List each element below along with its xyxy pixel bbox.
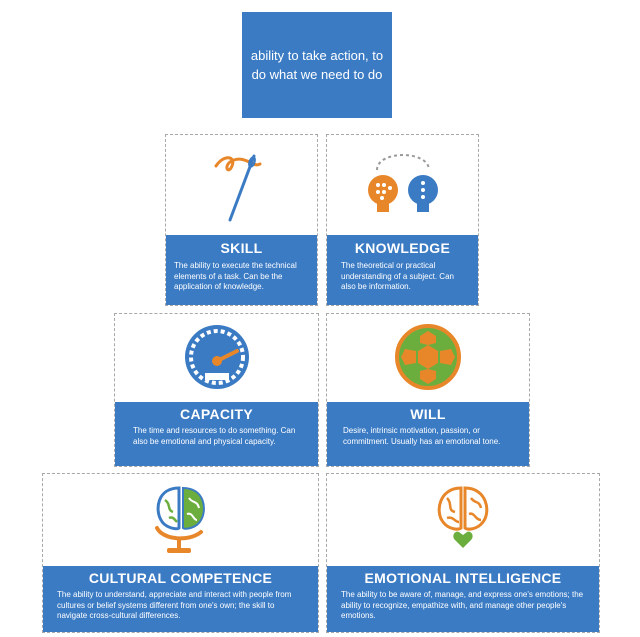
cultural-competence-panel: CULTURAL COMPETENCE The ability to under…: [43, 566, 318, 632]
card-cultural-competence: CULTURAL COMPETENCE The ability to under…: [42, 473, 319, 633]
capacity-title: CAPACITY: [180, 406, 253, 422]
skill-description: The ability to execute the technical ele…: [174, 261, 297, 291]
card-skill: SKILL The ability to execute the technic…: [165, 134, 318, 306]
apex-text: ability to take action, to do what we ne…: [250, 48, 384, 82]
knowledge-panel: KNOWLEDGE The theoretical or practical u…: [327, 235, 478, 305]
capacity-description: The time and resources to do something. …: [133, 426, 296, 446]
cultural-competence-title: CULTURAL COMPETENCE: [88, 570, 273, 586]
card-emotional-intelligence: EMOTIONAL INTELLIGENCE The ability to be…: [326, 473, 600, 633]
brain-globe-icon: [141, 480, 221, 560]
gauge-icon: [181, 321, 253, 393]
emotional-intelligence-title: EMOTIONAL INTELLIGENCE: [364, 570, 562, 586]
card-capacity: CAPACITY The time and resources to do so…: [114, 313, 319, 467]
turtle-shell-icon: [392, 321, 464, 393]
apex-box: ability to take action, to do what we ne…: [242, 12, 392, 118]
knowledge-title: KNOWLEDGE: [354, 240, 451, 256]
card-knowledge: KNOWLEDGE The theoretical or practical u…: [326, 134, 479, 306]
capacity-panel: CAPACITY The time and resources to do so…: [115, 402, 318, 466]
emotional-intelligence-panel: EMOTIONAL INTELLIGENCE The ability to be…: [327, 566, 599, 632]
skill-panel: SKILL The ability to execute the technic…: [166, 235, 317, 305]
brain-heart-icon: [423, 480, 503, 560]
connected-heads-icon: [353, 144, 453, 224]
emotional-intelligence-description: The ability to be aware of, manage, and …: [341, 590, 584, 620]
knowledge-description: The theoretical or practical understandi…: [341, 261, 454, 291]
will-description: Desire, intrinsic motivation, passion, o…: [343, 426, 501, 446]
will-panel: WILL Desire, intrinsic motivation, passi…: [327, 402, 529, 466]
card-will: WILL Desire, intrinsic motivation, passi…: [326, 313, 530, 467]
needle-thread-icon: [202, 144, 282, 224]
will-title: WILL: [410, 406, 446, 422]
skill-title: SKILL: [220, 240, 263, 256]
cultural-competence-description: The ability to understand, appreciate an…: [57, 590, 292, 620]
